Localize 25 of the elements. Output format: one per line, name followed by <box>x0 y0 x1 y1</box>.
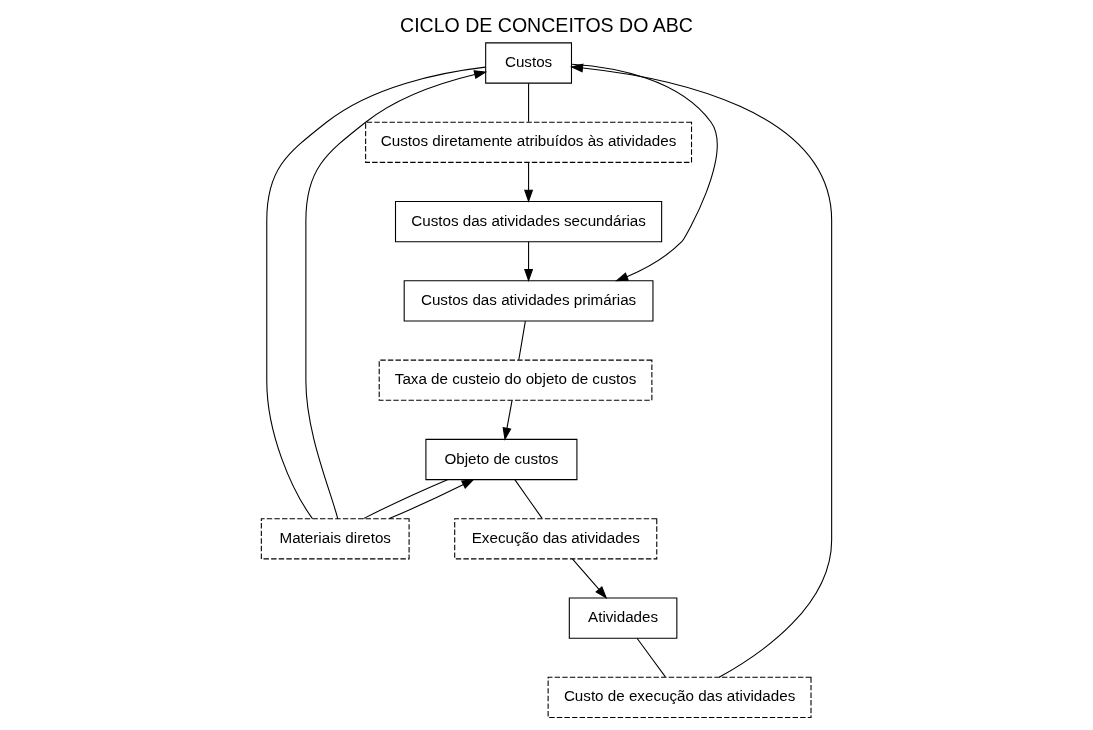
arrow <box>571 558 608 599</box>
node-box: Custos das atividades primárias <box>403 280 654 322</box>
arrow <box>305 70 488 520</box>
node-box: Custo de execução das atividades <box>547 676 812 719</box>
connector <box>636 637 666 678</box>
node-box: Custos das atividades secundárias <box>394 200 663 243</box>
arrow <box>524 241 534 283</box>
connector <box>266 66 486 520</box>
node-box: Objeto de custos <box>425 438 578 481</box>
diagram-title: CICLO DE CONCEITOS DO ABC <box>400 14 693 37</box>
connector <box>514 479 543 519</box>
arrow <box>524 161 534 203</box>
connector <box>528 82 530 123</box>
connector <box>363 479 449 520</box>
node-box: Atividades <box>568 597 678 639</box>
node-box: Materiais diretos <box>260 518 410 560</box>
node-box: Execução das atividades <box>454 518 658 560</box>
arrow <box>571 63 718 282</box>
connector <box>518 320 526 361</box>
node-box: Custos <box>485 42 573 84</box>
arrow <box>388 478 475 520</box>
arrow <box>502 399 513 441</box>
node-box: Taxa de custeio do objeto de custos <box>378 359 653 401</box>
node-box: Custos diretamente atribuídos às atividades <box>365 121 693 163</box>
arrow <box>570 63 833 678</box>
